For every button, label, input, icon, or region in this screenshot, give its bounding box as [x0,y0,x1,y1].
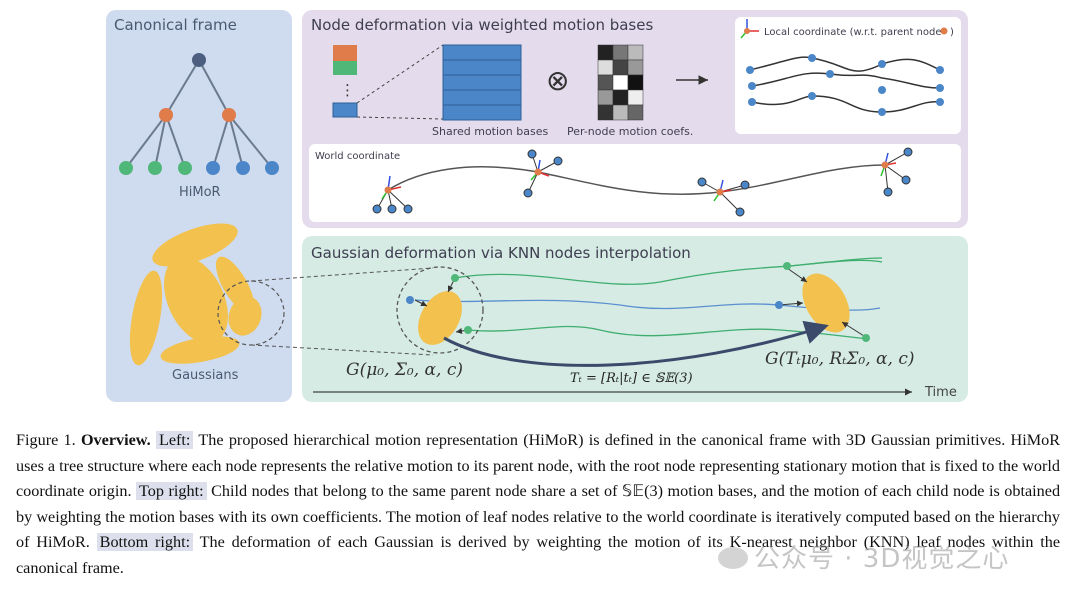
figure-caption: Figure 1. Overview. Left: The proposed h… [16,428,1060,582]
world-coordinate-box [309,144,961,222]
figure-number: Figure 1. [16,431,76,449]
tree-leaf-node [206,161,220,175]
world-node-cluster [372,147,913,217]
node-deformation-panel: Node deformation via weighted motion bas… [302,10,968,228]
local-coordinate-label: Local coordinate (w.r.t. parent node [764,27,942,38]
gaussian-deformation-title: Gaussian deformation via KNN nodes inter… [311,244,691,262]
left-text: The proposed hierarchical motion represe… [16,431,1061,501]
gaussian-source [418,291,462,345]
transform-formula: Tₜ = [Rₜ|tₜ] ∈ 𝕊𝔼(3) [570,371,693,386]
tree-leaf-node [148,161,162,175]
tree-leaf-node [178,161,192,175]
axis-icon [740,19,759,39]
gaussian-blobs [129,223,262,366]
gaussian-right-formula: G(Tₜμ₀, RₜΣ₀, α, c) [765,349,915,369]
coef-matrix [597,44,644,121]
tree-leaf-node [119,161,133,175]
time-label: Time [924,385,957,400]
canonical-title: Canonical frame [114,16,237,34]
watermark: 公众号 · 3D视觉之心 [718,538,1009,575]
node-deformation-title: Node deformation via weighted motion bas… [311,16,653,34]
top-right-text: Child nodes that belong to the same pare… [16,482,1061,552]
tree-mid-node [222,108,236,122]
bottom-right-text: The deformation of each Gaussian is deri… [16,533,1060,577]
left-tag: Left: [155,431,194,449]
tree-leaf-node [265,161,279,175]
svg-text:): ) [950,27,954,38]
gaussians-label: Gaussians [172,368,239,383]
canonical-frame-panel: Canonical frame HiMoR [106,10,292,402]
world-coordinate-label: World coordinate [315,151,400,162]
bottom-right-tag: Bottom right: [96,533,194,552]
shared-motion-bases [442,44,522,121]
tree-root-node [192,53,206,67]
himor-label: HiMoR [179,185,221,200]
gaussian-deformation-panel: Gaussian deformation via KNN nodes inter… [250,236,968,402]
shared-bases-label: Shared motion bases [432,125,548,138]
figure-diagram: Canonical frame HiMoR [106,10,968,402]
tree-leaf-node [236,161,250,175]
tree-mid-node [159,108,173,122]
himor-tree [125,59,273,169]
svg-text:⋮: ⋮ [340,81,355,99]
caption-bold-title: Overview. [80,431,151,449]
gaussian-target [802,273,850,333]
otimes-icon: ⊗ [546,64,569,97]
coef-label: Per-node motion coefs. [567,125,693,138]
wechat-icon [718,547,748,569]
gaussian-left-formula: G(μ₀, Σ₀, α, c) [346,360,463,380]
top-right-tag: Top right: [136,482,207,501]
